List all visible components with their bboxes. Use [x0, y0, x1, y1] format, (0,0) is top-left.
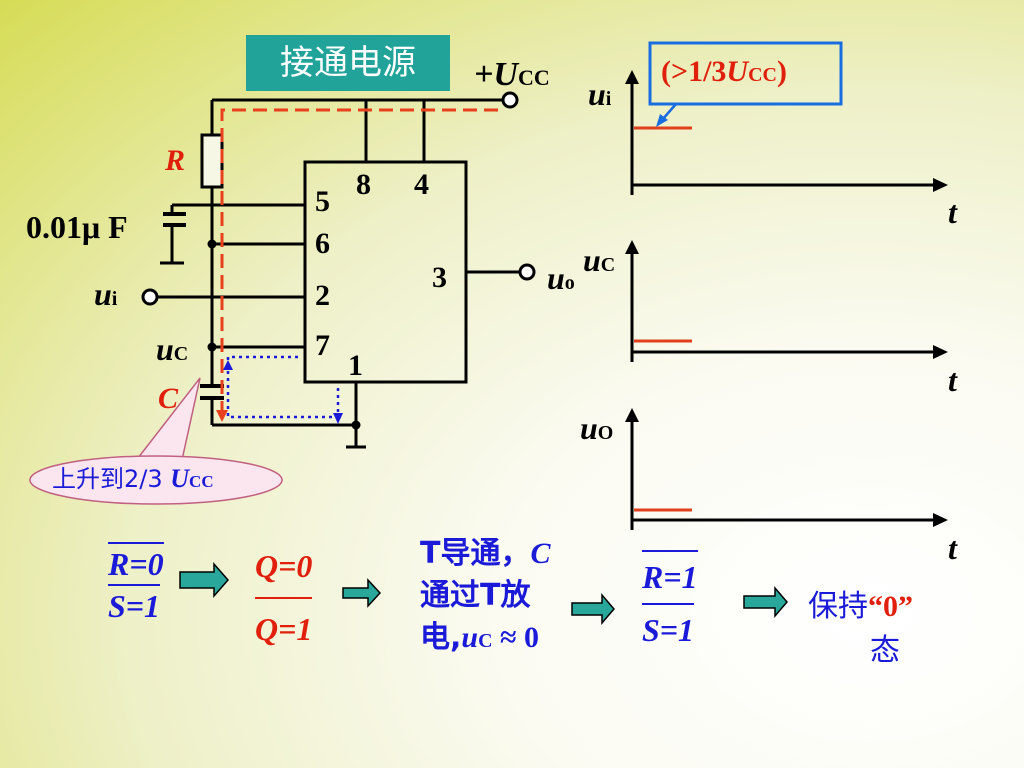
plot-ui [630, 80, 935, 195]
node-uc [207, 342, 217, 352]
flow-step3-line3: 电,uC ≈ 0 [420, 620, 540, 655]
pin-7: 7 [315, 329, 330, 362]
ui-terminal [141, 288, 159, 306]
resistor [200, 133, 224, 189]
plot-uc-t: t [948, 362, 957, 398]
flow-step5: 保持“0” 态 [808, 585, 913, 672]
node-pin6 [207, 239, 217, 249]
callout-text: 上升到2/3 UCC [52, 464, 214, 493]
vcc-terminal [501, 91, 519, 109]
plot-uc-label: uC [583, 242, 616, 278]
discharge-arrowhead-down [333, 413, 343, 424]
flow-step1-r: R=0 [108, 542, 164, 584]
flow-step3-line2: 通过T放 [420, 578, 531, 613]
flow-step2-q: Q=0 [255, 548, 313, 584]
pin-2: 2 [315, 279, 330, 312]
pin-6: 6 [315, 227, 330, 260]
pin-1: 1 [348, 349, 363, 382]
plot-uc-arrow-y [625, 240, 639, 254]
cap001-label: 0.01μ F [26, 209, 128, 245]
node-ground [351, 420, 361, 430]
flow-arrow-3 [571, 592, 615, 626]
pin-8: 8 [356, 168, 371, 201]
flow-step5-line1: 保持“0” [808, 589, 913, 624]
flow-step3: T导通，C 通过T放 电,uC ≈ 0 [420, 533, 550, 659]
uc-label: uC [156, 331, 189, 367]
plot-uc-arrow-x [933, 345, 948, 359]
flow-step1: R=0 S=1 [108, 542, 164, 626]
flow-step2-qbar: Q=1 [255, 596, 313, 660]
threshold-label: (>1/3UCC) [661, 55, 787, 88]
flow-step1-s: S=1 [108, 584, 164, 626]
resistor-label: R [165, 144, 186, 177]
plot-ui-t: t [948, 194, 957, 230]
charge-arrowhead [216, 410, 228, 422]
plot-ui-label: ui [588, 76, 612, 112]
flow-step4-r: R=1 [642, 550, 698, 603]
threshold-box [648, 41, 843, 106]
flow-arrow-4 [743, 585, 788, 619]
vcc-label: +UCC [474, 56, 550, 93]
flow-arrows [179, 562, 788, 626]
plot-uo-arrow-y [625, 408, 639, 422]
pin-3: 3 [432, 261, 447, 294]
flow-step4-s: S=1 [642, 603, 698, 656]
plot-ui-arrow-y [625, 70, 639, 84]
flow-arrow-2 [342, 578, 382, 608]
plot-uo-label: uO [580, 410, 614, 446]
plot-uo [630, 418, 935, 530]
flow-arrow-1 [179, 562, 229, 598]
threshold-pointer-head [656, 114, 668, 127]
uo-label: uo [547, 260, 575, 296]
plot-uc [630, 250, 935, 362]
ui-label: ui [94, 276, 118, 312]
discharge-path [226, 355, 340, 419]
flow-step5-line2: 态 [870, 632, 900, 668]
flow-step3-line1: T导通，C [420, 536, 551, 571]
flow-step2: Q=0 Q=1 [255, 536, 313, 660]
flow-step4: R=1 S=1 [642, 550, 698, 656]
uo-terminal [518, 263, 536, 281]
power-on-label: 接通电源 [246, 35, 450, 91]
discharge-arrowhead-up [223, 360, 233, 370]
pin-4: 4 [414, 168, 429, 201]
plot-ui-arrow-x [933, 178, 948, 192]
pin-5: 5 [315, 185, 330, 218]
plot-uo-arrow-x [933, 513, 948, 527]
plot-uo-t: t [948, 530, 957, 566]
callout-ellipse [29, 455, 283, 505]
cap-c-label: C [158, 382, 179, 415]
charge-path [220, 108, 498, 418]
